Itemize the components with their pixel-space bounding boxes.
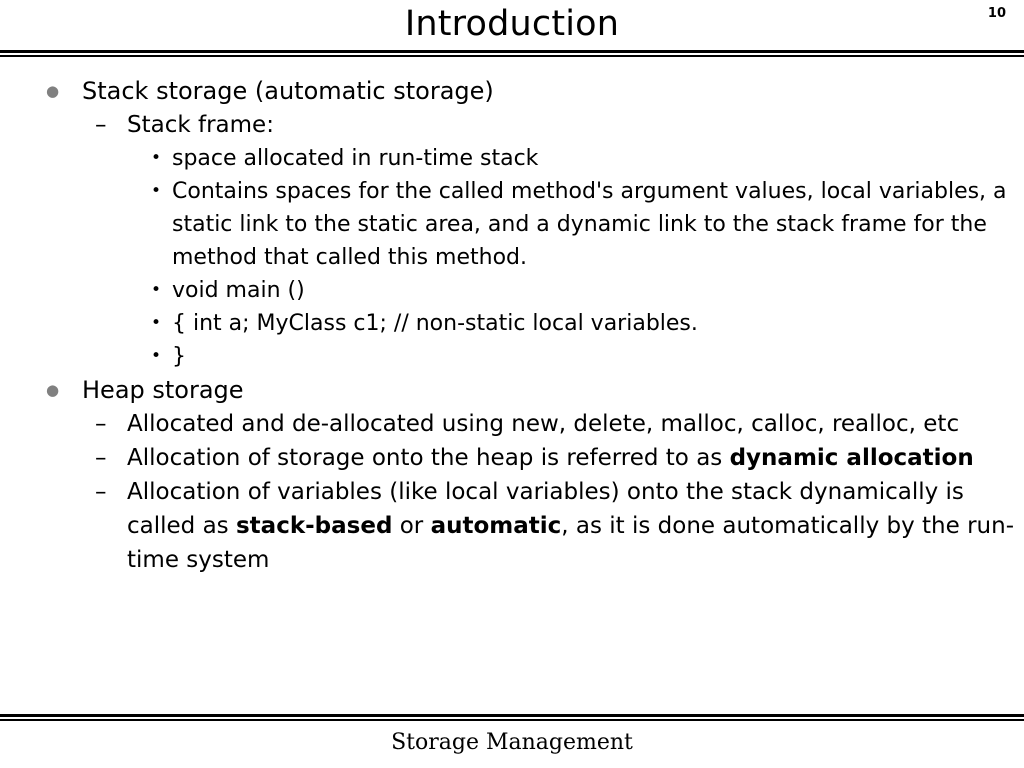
bullet-item-text: Stack frame: xyxy=(127,112,274,138)
bullet-small-dot-icon: • xyxy=(151,148,162,168)
bullet-dot-icon: ● xyxy=(46,82,60,100)
bullet-small-dot-icon: • xyxy=(151,313,162,333)
bullet-dash-icon: – xyxy=(95,445,107,471)
bullet-item-level-2: –Stack frame: xyxy=(0,108,1024,142)
plain-text: Allocation of variables (like local vari… xyxy=(127,479,964,539)
bullet-item-level-2: –Allocation of storage onto the heap is … xyxy=(0,441,1024,475)
bullet-item-text: Heap storage xyxy=(82,376,244,404)
slide-content: ●Stack storage (automatic storage)–Stack… xyxy=(0,74,1024,704)
bullet-item-text: { int a; MyClass c1; // non-static local… xyxy=(172,311,698,336)
emphasis-text: stack-based xyxy=(235,513,393,539)
bullet-item-level-3: • Contains spaces for the called method's… xyxy=(0,175,1024,274)
page-number: 10 xyxy=(987,6,1006,21)
bullet-dash-icon: – xyxy=(95,411,107,437)
header-divider xyxy=(0,50,1024,57)
footer-divider xyxy=(0,714,1024,721)
footer-divider-thick-line xyxy=(0,714,1024,717)
header-divider-thick-line xyxy=(0,50,1024,53)
header-divider-thin-line xyxy=(0,55,1024,57)
bullet-dash-icon: – xyxy=(95,112,107,138)
bullet-item-level-3: • void main () xyxy=(0,274,1024,307)
emphasis-text: dynamic allocation xyxy=(729,445,974,471)
bullet-item-level-2: –Allocated and de-allocated using new, d… xyxy=(0,407,1024,441)
emphasis-text: automatic xyxy=(430,513,562,539)
bullet-item-level-2: –Allocation of variables (like local var… xyxy=(0,475,1024,577)
bullet-item-level-1: ● Heap storage xyxy=(0,373,1024,407)
bullet-item-text: } xyxy=(172,344,186,369)
bullet-dash-icon: – xyxy=(95,479,107,505)
bullet-item-text: Allocation of storage onto the heap is r… xyxy=(127,445,974,471)
bullet-item-text: Allocated and de-allocated using new, de… xyxy=(127,411,960,437)
footer-text: Storage Management xyxy=(391,730,633,755)
bullet-item-text: void main () xyxy=(172,278,305,303)
bullet-item-level-3: • { int a; MyClass c1; // non-static loca… xyxy=(0,307,1024,340)
plain-text: Allocation of storage onto the heap is r… xyxy=(127,445,730,471)
bullet-item-text: Contains spaces for the called method's … xyxy=(172,179,1007,270)
slide-header: Introduction 10 xyxy=(0,0,1024,48)
plain-text: , as it is done automatically by the run… xyxy=(127,513,1014,573)
bullet-item-text: Stack storage (automatic storage) xyxy=(82,77,494,105)
bullet-dot-icon: ● xyxy=(46,381,60,399)
plain-text: or xyxy=(392,513,431,539)
bullet-item-level-1: ● Stack storage (automatic storage) xyxy=(0,74,1024,108)
bullet-item-level-3: •} xyxy=(0,340,1024,373)
bullet-item-text: space allocated in run-time stack xyxy=(172,146,539,171)
bullet-small-dot-icon: • xyxy=(151,346,162,366)
page-title: Introduction xyxy=(404,4,620,44)
bullet-item-level-3: • space allocated in run-time stack xyxy=(0,142,1024,175)
bullet-small-dot-icon: • xyxy=(151,280,162,300)
bullet-item-text: Allocation of variables (like local vari… xyxy=(127,479,1014,573)
bullet-small-dot-icon: • xyxy=(151,181,162,201)
footer-divider-thin-line xyxy=(0,719,1024,721)
